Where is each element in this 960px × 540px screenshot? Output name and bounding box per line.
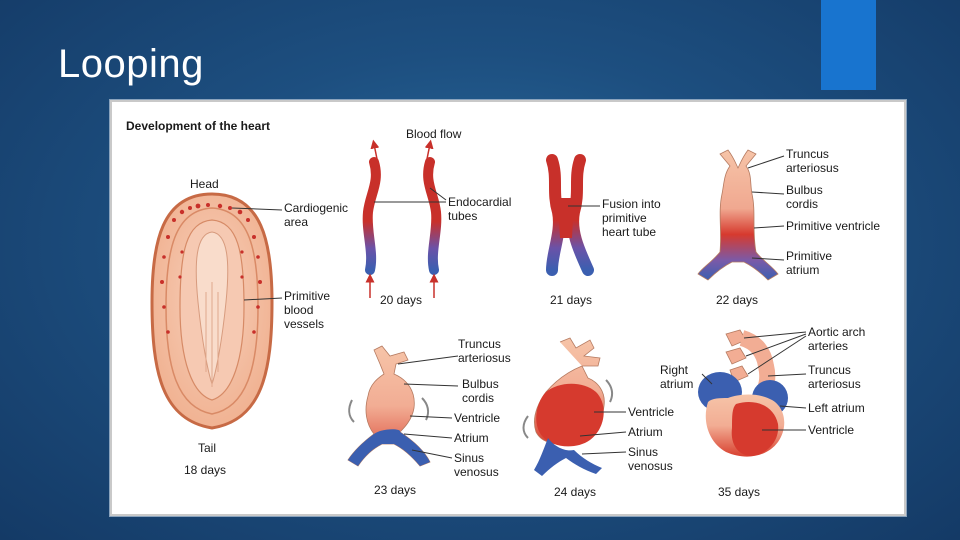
label-35-days: 35 days	[718, 485, 760, 499]
label-fusion-2: primitive	[602, 211, 647, 225]
embryo-18-days: Head Cardiogenic area Primitive blood ve…	[150, 177, 348, 477]
label-22-atrium-2: atrium	[786, 263, 819, 277]
label-23-truncus-1: Truncus	[458, 337, 501, 351]
label-primitive-1: Primitive	[284, 289, 330, 303]
heart-35-days: Aortic arch arteries Right atrium Truncu…	[660, 325, 865, 499]
label-22-bulbus-2: cordis	[786, 197, 818, 211]
label-24-days: 24 days	[554, 485, 596, 499]
label-22-days: 22 days	[716, 293, 758, 307]
label-23-atrium: Atrium	[454, 431, 489, 445]
label-23-ventricle: Ventricle	[454, 411, 500, 425]
label-endocardial-2: tubes	[448, 209, 477, 223]
label-22-bulbus-1: Bulbus	[786, 183, 823, 197]
figure-frame: Development of the heart Head Cardiogeni…	[110, 100, 906, 516]
label-blood-flow: Blood flow	[406, 127, 462, 141]
heart-23-days: Truncus arteriosus Bulbus cordis Ventric…	[347, 337, 511, 497]
label-24-sinus-1: Sinus	[628, 445, 658, 459]
label-18-days: 18 days	[184, 463, 226, 477]
label-22-atrium-1: Primitive	[786, 249, 832, 263]
label-35-truncus-1: Truncus	[808, 363, 851, 377]
label-fusion-3: heart tube	[602, 225, 656, 239]
slide-title: Looping	[58, 42, 204, 86]
heart-development-diagram: Development of the heart Head Cardiogeni…	[126, 119, 880, 499]
label-cardiogenic-1: Cardiogenic	[284, 201, 348, 215]
heart-24-days: Ventricle Atrium Sinus venosus 24 days	[522, 337, 674, 499]
label-23-truncus-2: arteriosus	[458, 351, 511, 365]
label-23-sinus-2: venosus	[454, 465, 499, 479]
label-endocardial-1: Endocardial	[448, 195, 511, 209]
label-primitive-2: blood	[284, 303, 313, 317]
label-22-truncus-1: Truncus	[786, 147, 829, 161]
heart-21-days: Fusion into primitive heart tube 21 days	[546, 154, 661, 307]
label-21-days: 21 days	[550, 293, 592, 307]
label-22-truncus-2: arteriosus	[786, 161, 839, 175]
label-primitive-3: vessels	[284, 317, 324, 331]
label-tail: Tail	[198, 441, 216, 455]
label-23-days: 23 days	[374, 483, 416, 497]
label-35-ventricle: Ventricle	[808, 423, 854, 437]
label-35-right-1: Right	[660, 363, 689, 377]
label-35-aortic-2: arteries	[808, 339, 848, 353]
label-23-bulbus-2: cordis	[462, 391, 494, 405]
label-20-days: 20 days	[380, 293, 422, 307]
label-cardiogenic-2: area	[284, 215, 308, 229]
heart-22-days: Truncus arteriosus Bulbus cordis Primiti…	[697, 147, 880, 307]
label-35-left-atrium: Left atrium	[808, 401, 865, 415]
label-head: Head	[190, 177, 219, 191]
accent-bar	[821, 0, 876, 90]
figure-title: Development of the heart	[126, 119, 270, 133]
heart-20-days: Blood flow Endocardial tubes 20 days	[362, 127, 511, 307]
label-24-ventricle: Ventricle	[628, 405, 674, 419]
cardiogenic-dots	[160, 203, 262, 334]
label-24-sinus-2: venosus	[628, 459, 673, 473]
label-35-right-2: atrium	[660, 377, 693, 391]
label-fusion-1: Fusion into	[602, 197, 661, 211]
label-23-bulbus-1: Bulbus	[462, 377, 499, 391]
label-23-sinus-1: Sinus	[454, 451, 484, 465]
label-35-aortic-1: Aortic arch	[808, 325, 865, 339]
label-24-atrium: Atrium	[628, 425, 663, 439]
label-35-truncus-2: arteriosus	[808, 377, 861, 391]
label-22-ventricle: Primitive ventricle	[786, 219, 880, 233]
